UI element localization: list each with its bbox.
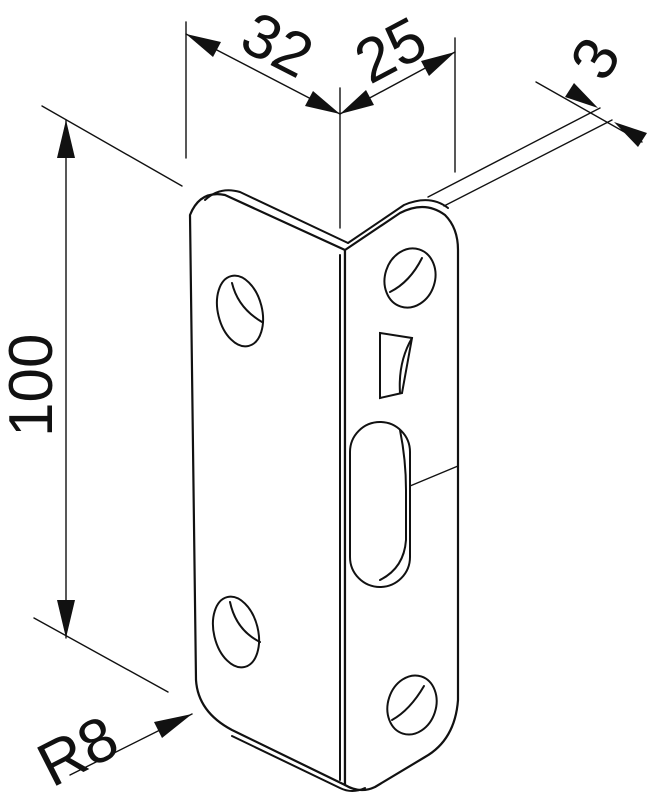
upper-left-hole xyxy=(215,274,265,348)
arrow-3-bottom xyxy=(614,122,647,147)
arrow-32-right xyxy=(305,91,340,114)
lower-left-hole-inner xyxy=(229,601,261,643)
left-flange xyxy=(188,193,347,787)
bottom-edge xyxy=(231,735,366,792)
arrow-100-bottom xyxy=(57,600,75,638)
lower-left-hole xyxy=(211,595,261,669)
upper-left-hole-inner xyxy=(231,282,263,323)
arrow-r8 xyxy=(154,714,192,738)
dimension-32: 32 xyxy=(185,0,341,229)
dimension-100: 100 xyxy=(0,105,183,693)
lock-tab-inner xyxy=(398,337,413,394)
arrow-100-top xyxy=(57,120,75,158)
dimension-3: 3 xyxy=(427,27,647,207)
right-flange-features xyxy=(349,247,459,736)
dimension-r8: R8 xyxy=(27,703,193,800)
left-flange-holes xyxy=(211,274,265,669)
thickness-ext-1 xyxy=(427,107,601,198)
slot xyxy=(349,421,411,588)
top-edge-left xyxy=(204,189,349,244)
height-ext-top xyxy=(41,105,183,187)
arrow-3-top xyxy=(565,83,598,108)
slot-center-line xyxy=(409,465,459,487)
upper-right-hole xyxy=(383,247,437,309)
dimension-25: 25 xyxy=(339,4,456,173)
arrow-25-left xyxy=(340,90,374,114)
dim-label-r8: R8 xyxy=(27,703,129,800)
dim-label-3: 3 xyxy=(557,27,634,91)
arrow-25-right xyxy=(421,52,455,76)
dim-label-25: 25 xyxy=(344,4,437,97)
dim-label-32: 32 xyxy=(231,0,324,92)
lower-right-hole xyxy=(386,674,438,736)
lock-tab xyxy=(379,331,414,400)
arrow-32-left xyxy=(186,34,221,57)
height-ext-bottom xyxy=(33,617,169,693)
upper-right-hole-inner xyxy=(389,257,423,293)
slot-inner xyxy=(379,429,407,581)
dim-label-100: 100 xyxy=(0,334,66,437)
thickness-ext-2 xyxy=(443,119,613,207)
lower-right-hole-inner xyxy=(391,685,425,721)
